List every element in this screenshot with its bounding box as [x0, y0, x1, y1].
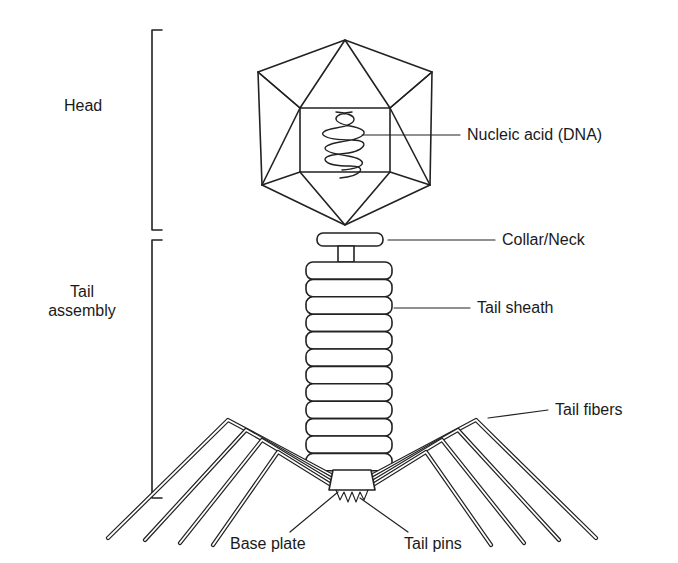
part-label: Head: [62, 96, 104, 115]
tail-fiber-inner: [213, 452, 336, 545]
leader-lines: [290, 135, 548, 532]
tail-fiber: [145, 430, 334, 540]
tail-fiber-inner: [370, 430, 559, 540]
tail-fiber-inner: [108, 420, 333, 538]
tail-fiber-inner: [145, 430, 334, 540]
sheath-ring: [306, 314, 392, 331]
part-label: Tail assembly: [40, 282, 124, 320]
tail-fiber-inner: [368, 452, 491, 545]
tail-bracket: [152, 240, 162, 498]
tail-fiber: [108, 420, 333, 538]
dna-helix: [323, 112, 365, 178]
tail-sheath: [306, 262, 392, 471]
sheath-ring: [306, 279, 392, 296]
sheath-ring: [306, 384, 392, 401]
sheath-ring: [306, 436, 392, 453]
sheath-ring: [306, 297, 392, 314]
part-label: Tail sheath: [475, 298, 556, 317]
neck: [338, 246, 354, 262]
tail-fiber: [368, 452, 491, 545]
sheath-ring: [306, 349, 392, 366]
tail-fiber: [370, 430, 559, 540]
sheath-ring: [306, 332, 392, 349]
sheath-ring: [306, 419, 392, 436]
part-label: Base plate: [228, 534, 308, 553]
tail-fiber: [369, 440, 524, 543]
tail-fiber-inner: [369, 440, 524, 543]
part-label: Nucleic acid (DNA): [465, 125, 604, 144]
collar: [317, 233, 383, 246]
tail-fibers: [108, 420, 596, 545]
head-bracket: [152, 30, 162, 230]
capsid-head: [258, 40, 432, 225]
tail-fiber: [180, 440, 335, 543]
tail-fiber-inner: [180, 440, 335, 543]
tail-fiber-inner: [371, 420, 596, 538]
part-label: Tail fibers: [553, 400, 625, 419]
tail-fiber: [371, 420, 596, 538]
part-label: Collar/Neck: [500, 230, 587, 249]
sheath-ring: [306, 366, 392, 383]
base-plate: [329, 470, 375, 490]
sheath-ring: [306, 262, 392, 279]
part-label: Tail pins: [402, 534, 464, 553]
sheath-ring: [306, 401, 392, 418]
tail-fiber: [213, 452, 336, 545]
